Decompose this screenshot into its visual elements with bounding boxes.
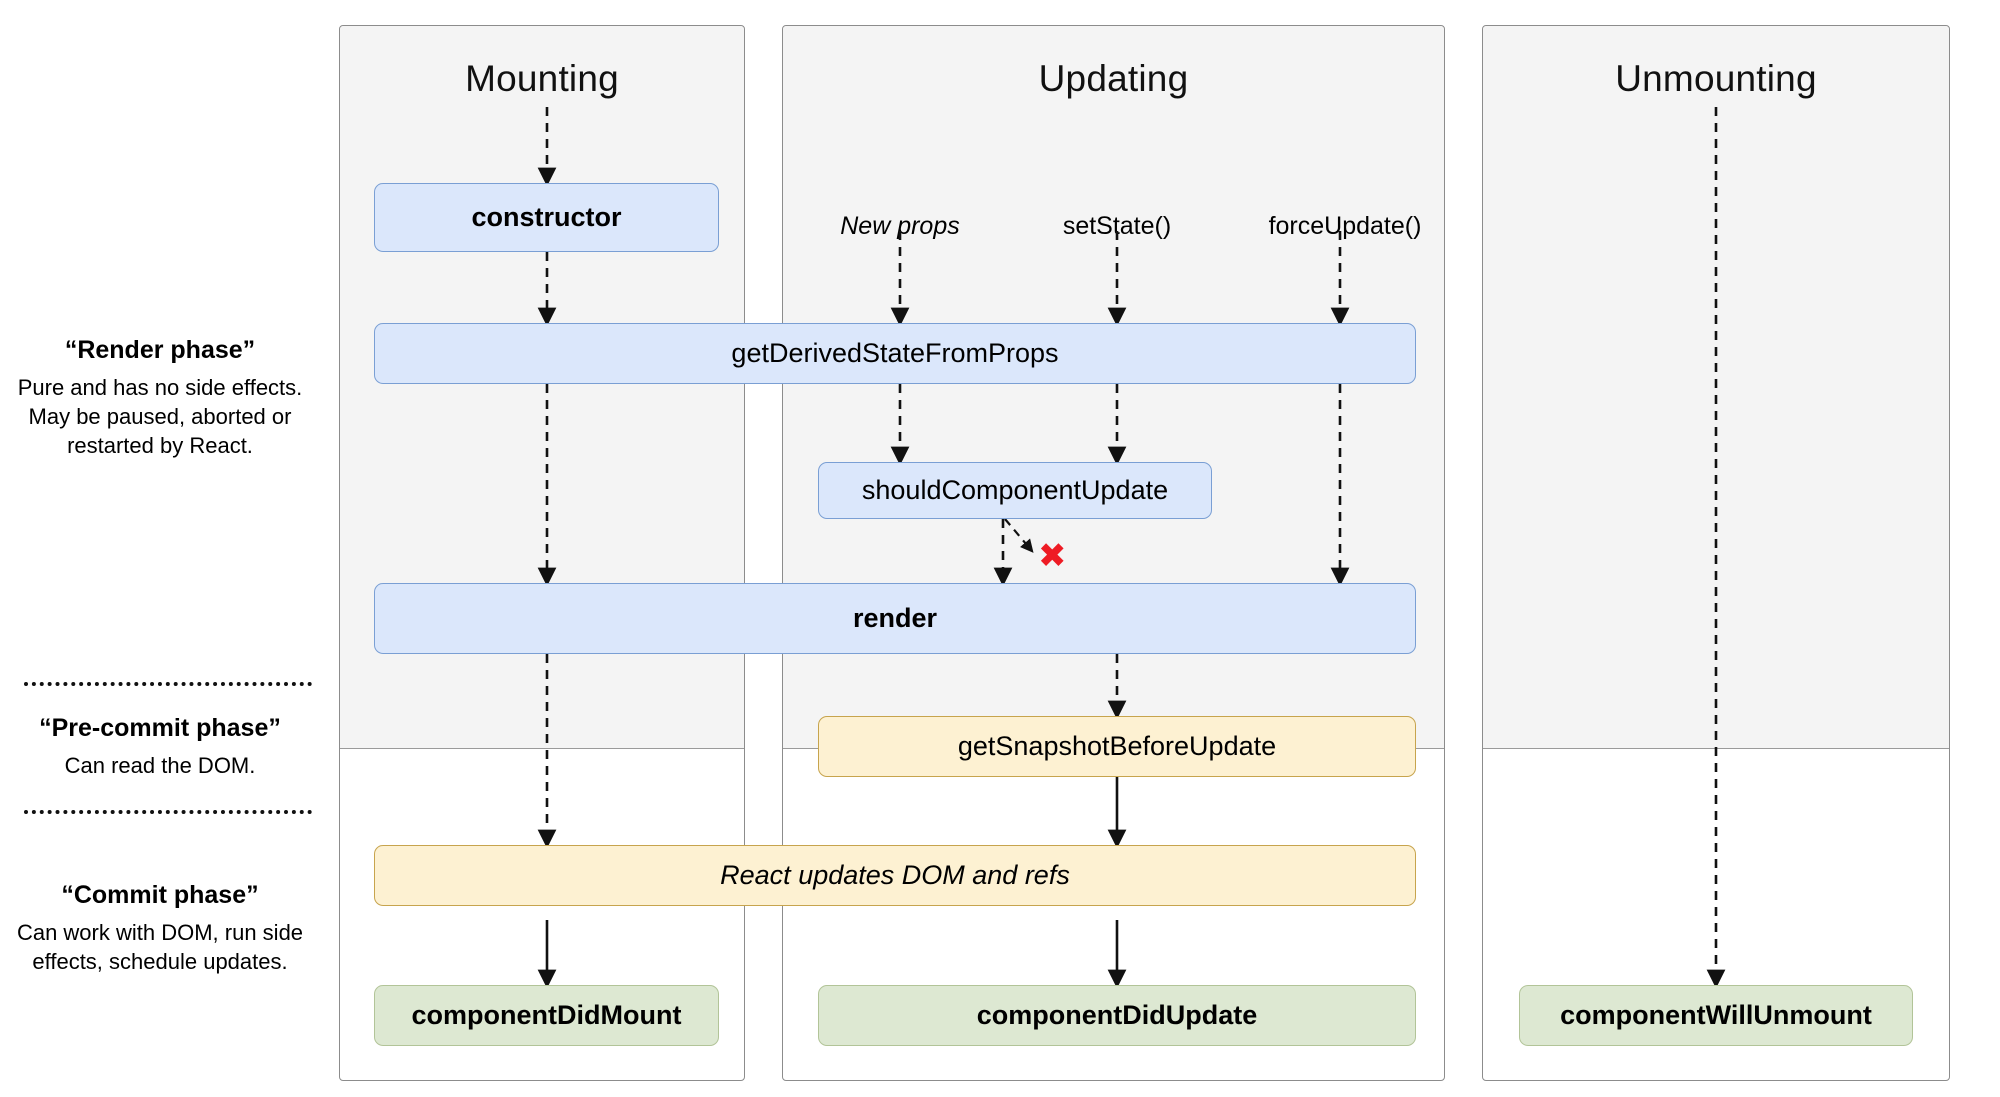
legend-divider-bottom (24, 810, 312, 814)
node-label-should-component-update: shouldComponentUpdate (861, 475, 1169, 505)
legend-body-pre-commit-phase: Can read the DOM. (64, 753, 256, 779)
legend-commit-phase: “Commit phase” Can work with DOM, run si… (10, 880, 310, 976)
node-react-updates-dom-and-refs[interactable]: React updates DOM and refs (374, 845, 1416, 906)
node-label-component-did-mount: componentDidMount (411, 1000, 682, 1030)
node-label-constructor: constructor (471, 202, 622, 232)
legend-title-render-phase: “Render phase” (64, 336, 256, 364)
legend-render-phase: “Render phase” Pure and has no side effe… (10, 335, 310, 460)
node-label-react-updates-dom-and-refs: React updates DOM and refs (720, 860, 1070, 890)
column-title-unmounting: Unmounting (1615, 58, 1817, 99)
trigger-label-set-state: setState() (1062, 212, 1172, 240)
node-component-did-mount[interactable]: componentDidMount (374, 985, 719, 1046)
node-component-will-unmount[interactable]: componentWillUnmount (1519, 985, 1913, 1046)
legend-divider-top (24, 682, 312, 686)
node-label-get-derived-state-from-props: getDerivedStateFromProps (731, 338, 1059, 368)
node-label-component-will-unmount: componentWillUnmount (1560, 1000, 1872, 1030)
node-constructor[interactable]: constructor (374, 183, 719, 252)
node-component-did-update[interactable]: componentDidUpdate (818, 985, 1416, 1046)
node-label-component-did-update: componentDidUpdate (976, 1000, 1258, 1030)
node-render[interactable]: render (374, 583, 1416, 654)
legend-body-commit-phase: Can work with DOM, run side effects, sch… (16, 920, 304, 975)
node-label-render: render (852, 603, 938, 633)
legend-title-commit-phase: “Commit phase” (61, 881, 259, 909)
node-label-get-snapshot-before-update: getSnapshotBeforeUpdate (957, 731, 1277, 761)
trigger-label-force-update: forceUpdate() (1268, 212, 1422, 240)
node-get-snapshot-before-update[interactable]: getSnapshotBeforeUpdate (818, 716, 1416, 777)
node-get-derived-state-from-props[interactable]: getDerivedStateFromProps (374, 323, 1416, 384)
legend-title-pre-commit-phase: “Pre-commit phase” (39, 714, 281, 742)
node-should-component-update[interactable]: shouldComponentUpdate (818, 462, 1212, 519)
abort-update-x-icon: ✖ (1038, 536, 1067, 576)
column-band-unmounting (1483, 26, 1949, 748)
trigger-label-new-props: New props (840, 212, 960, 240)
legend-body-render-phase: Pure and has no side effects. May be pau… (17, 375, 303, 459)
column-title-mounting: Mounting (465, 58, 619, 99)
phase-divider-unmounting (1483, 748, 1949, 749)
column-title-updating: Updating (1038, 58, 1189, 99)
phase-divider-mounting (340, 748, 744, 749)
legend-pre-commit-phase: “Pre-commit phase” Can read the DOM. (10, 713, 310, 780)
